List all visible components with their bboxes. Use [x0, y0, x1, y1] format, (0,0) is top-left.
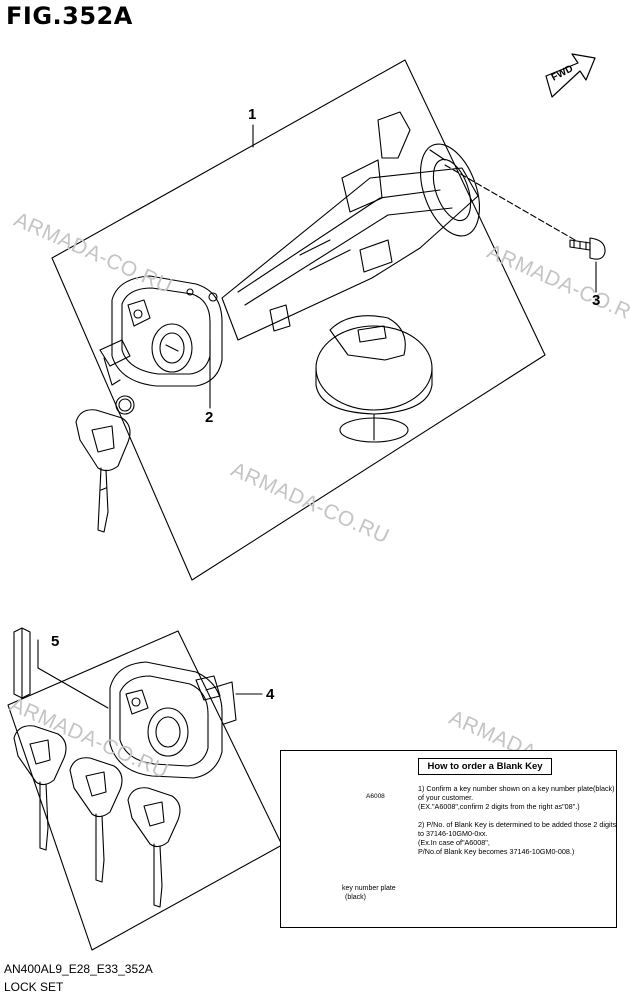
figure-title: FIG.352A	[6, 2, 133, 30]
callout-1: 1	[248, 106, 257, 123]
key-icon	[75, 395, 135, 533]
info-step2-line1: 2) P/No. of Blank Key is determined to b…	[418, 820, 617, 829]
info-step2-line2: to 37146-10GM0-0xx.	[418, 829, 488, 838]
assembly-frame-1	[51, 59, 546, 581]
key-plate-label-line2: (black)	[345, 894, 367, 901]
info-box-title: How to order a Blank Key	[418, 758, 552, 775]
lock-set-key-1-icon	[13, 725, 67, 851]
key-plate-label: key number plate (black)	[342, 884, 396, 902]
key-plate-label-line1: key number plate	[342, 885, 396, 892]
info-step2-line4: P/No.of Blank Key becomes 37146-10GM0-00…	[418, 847, 575, 856]
callout-2: 2	[205, 409, 214, 426]
screw-icon	[569, 237, 606, 260]
lock-set-cylinder-icon	[109, 661, 237, 779]
info-step1-line3: (EX."A6008",confirm 2 digits from the ri…	[418, 802, 580, 811]
lock-set-key-3-icon	[127, 787, 181, 908]
callout-5: 5	[51, 633, 60, 650]
info-step1-line2: of your customer.	[418, 793, 474, 802]
lock-cylinder-icon	[99, 275, 223, 387]
callout-4: 4	[266, 686, 275, 703]
info-box	[280, 750, 617, 928]
callout-3: 3	[592, 292, 601, 309]
info-step2-line3: (Ex.In case of"A6008",	[418, 838, 490, 847]
info-step1-line1: 1) Confirm a key number shown on a key n…	[418, 784, 615, 793]
diagram-name: LOCK SET	[4, 980, 64, 994]
ignition-switch-icon	[186, 111, 480, 341]
leader-5-b	[37, 667, 109, 709]
leader-3-dash	[444, 164, 576, 241]
lock-cap-icon	[315, 315, 433, 443]
assembly-frame-4	[7, 630, 283, 951]
lock-set-key-2-icon	[69, 757, 123, 883]
key-plate-icon	[13, 627, 31, 699]
fwd-arrow-icon	[545, 53, 596, 98]
plate-code: A6008	[366, 793, 385, 800]
diagram-code: AN400AL9_E28_E33_352A	[4, 962, 153, 976]
